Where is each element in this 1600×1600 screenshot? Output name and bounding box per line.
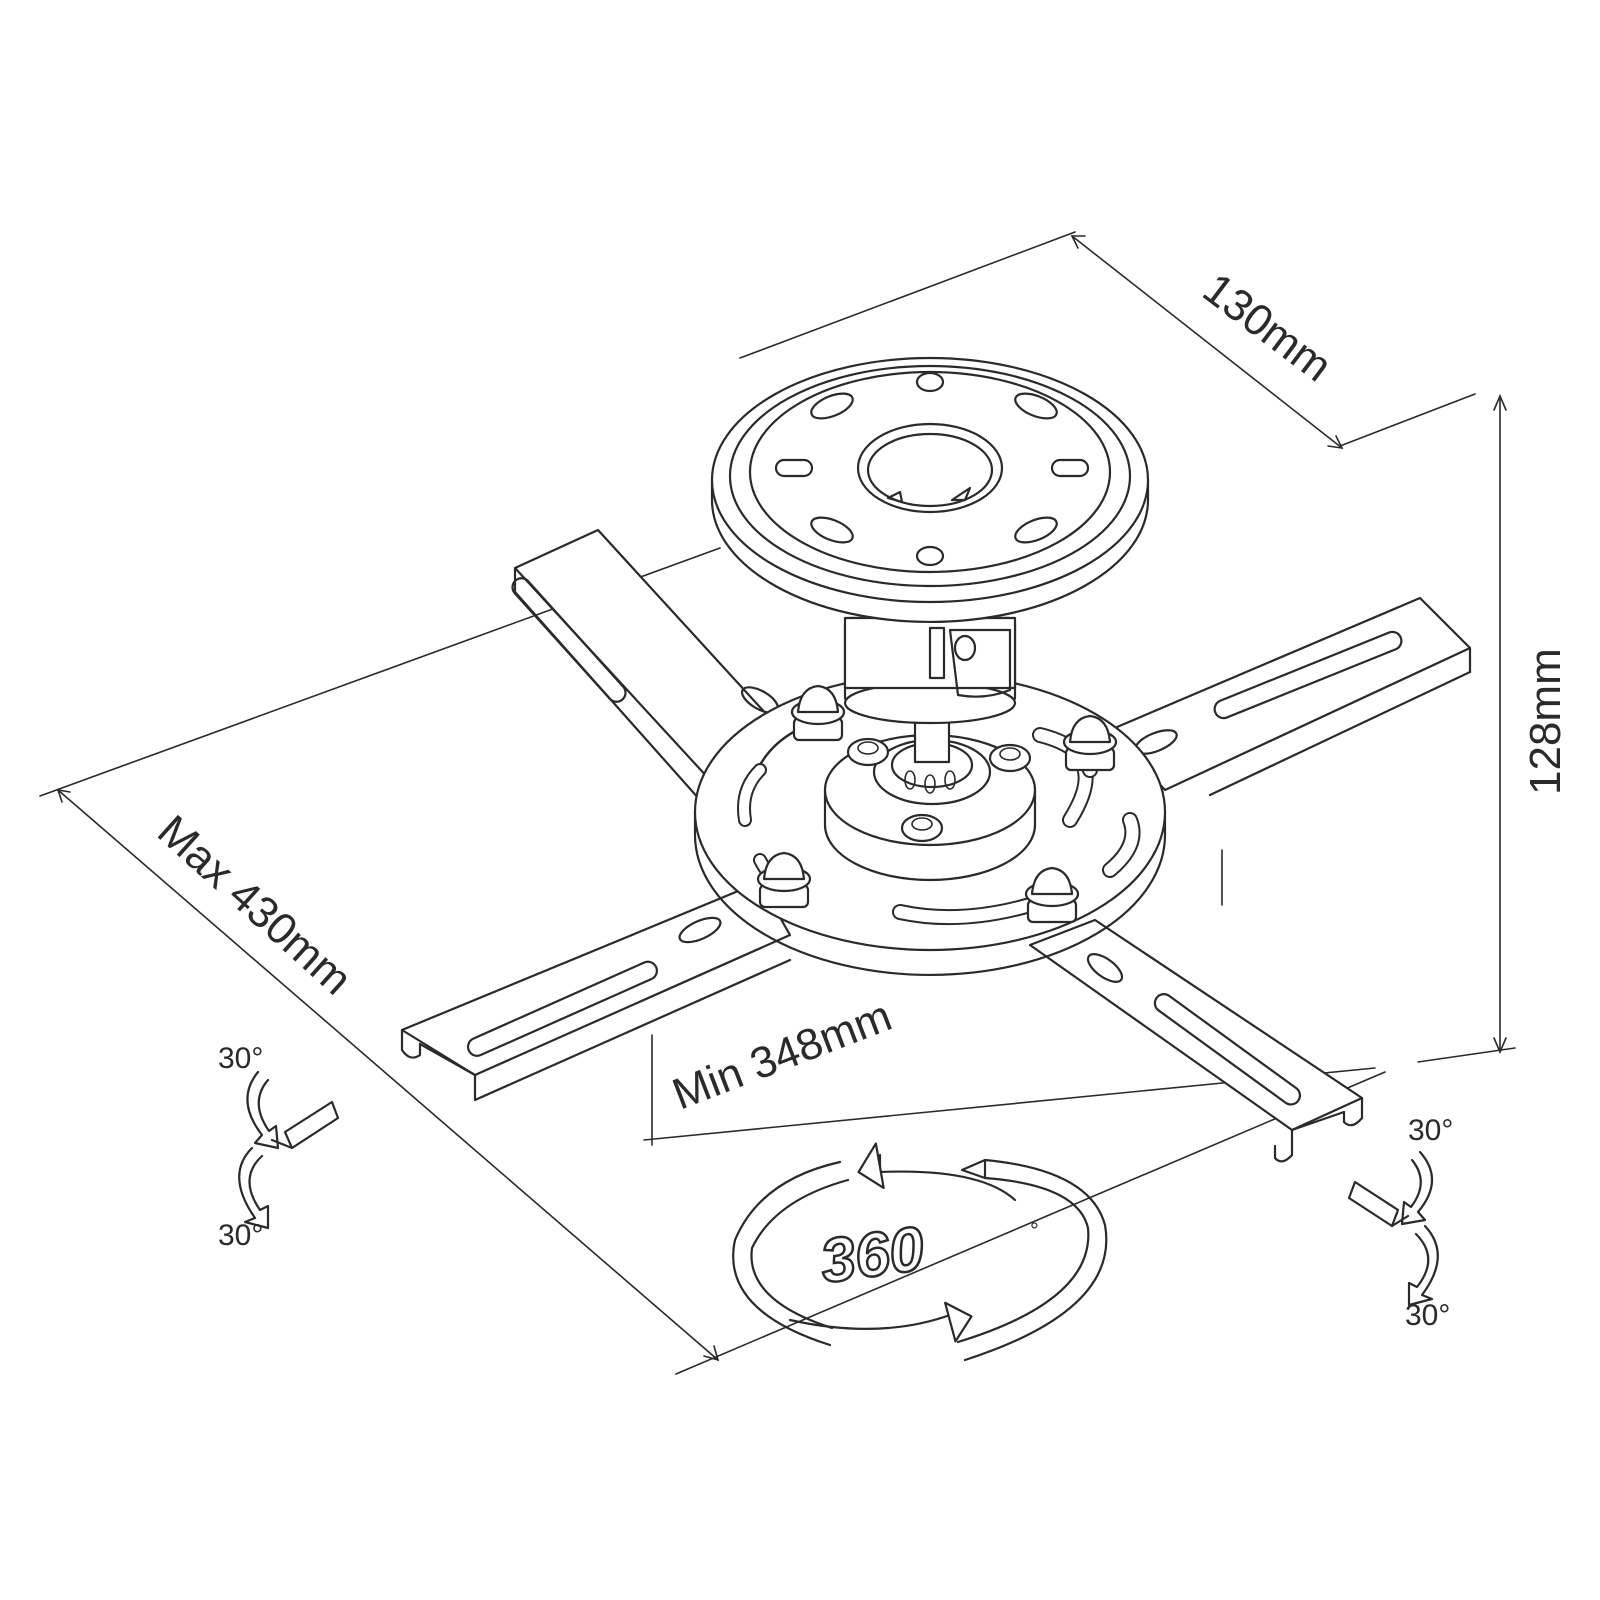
nut-lower-right: [1024, 866, 1080, 924]
screw-heads: [846, 737, 1032, 843]
nut-upper-left: [790, 684, 846, 742]
tilt-right-top-label: 30°: [1408, 1114, 1453, 1147]
min-length-label: Min 348mm: [666, 991, 898, 1119]
rotation-value: 360: [816, 1214, 928, 1297]
max-length-label: Max 430mm: [148, 806, 361, 1004]
bolts: [756, 684, 1118, 924]
tilt-left-bottom-label: 30°: [218, 1219, 263, 1252]
arm-lower-left: [400, 880, 792, 1102]
arm-lower-right: [1028, 918, 1364, 1163]
tilt-right-bottom-label: 30°: [1405, 1299, 1450, 1332]
rotation-unit: °: [1030, 1218, 1039, 1243]
nut-lower-left: [756, 851, 812, 909]
nut-upper-right: [1062, 714, 1118, 772]
depth-dimension-label: 130mm: [1194, 264, 1341, 391]
tilt-indicator-right: [1347, 1150, 1439, 1307]
ceiling-plate: [710, 356, 1150, 624]
tilt-indicator-left: [238, 1070, 340, 1230]
rotation-360-badge: 360 °: [732, 1142, 1108, 1362]
tilt-left-top-label: 30°: [218, 1042, 263, 1075]
height-dimension-label: 128mm: [1521, 648, 1570, 795]
arm-right: [1108, 596, 1472, 797]
